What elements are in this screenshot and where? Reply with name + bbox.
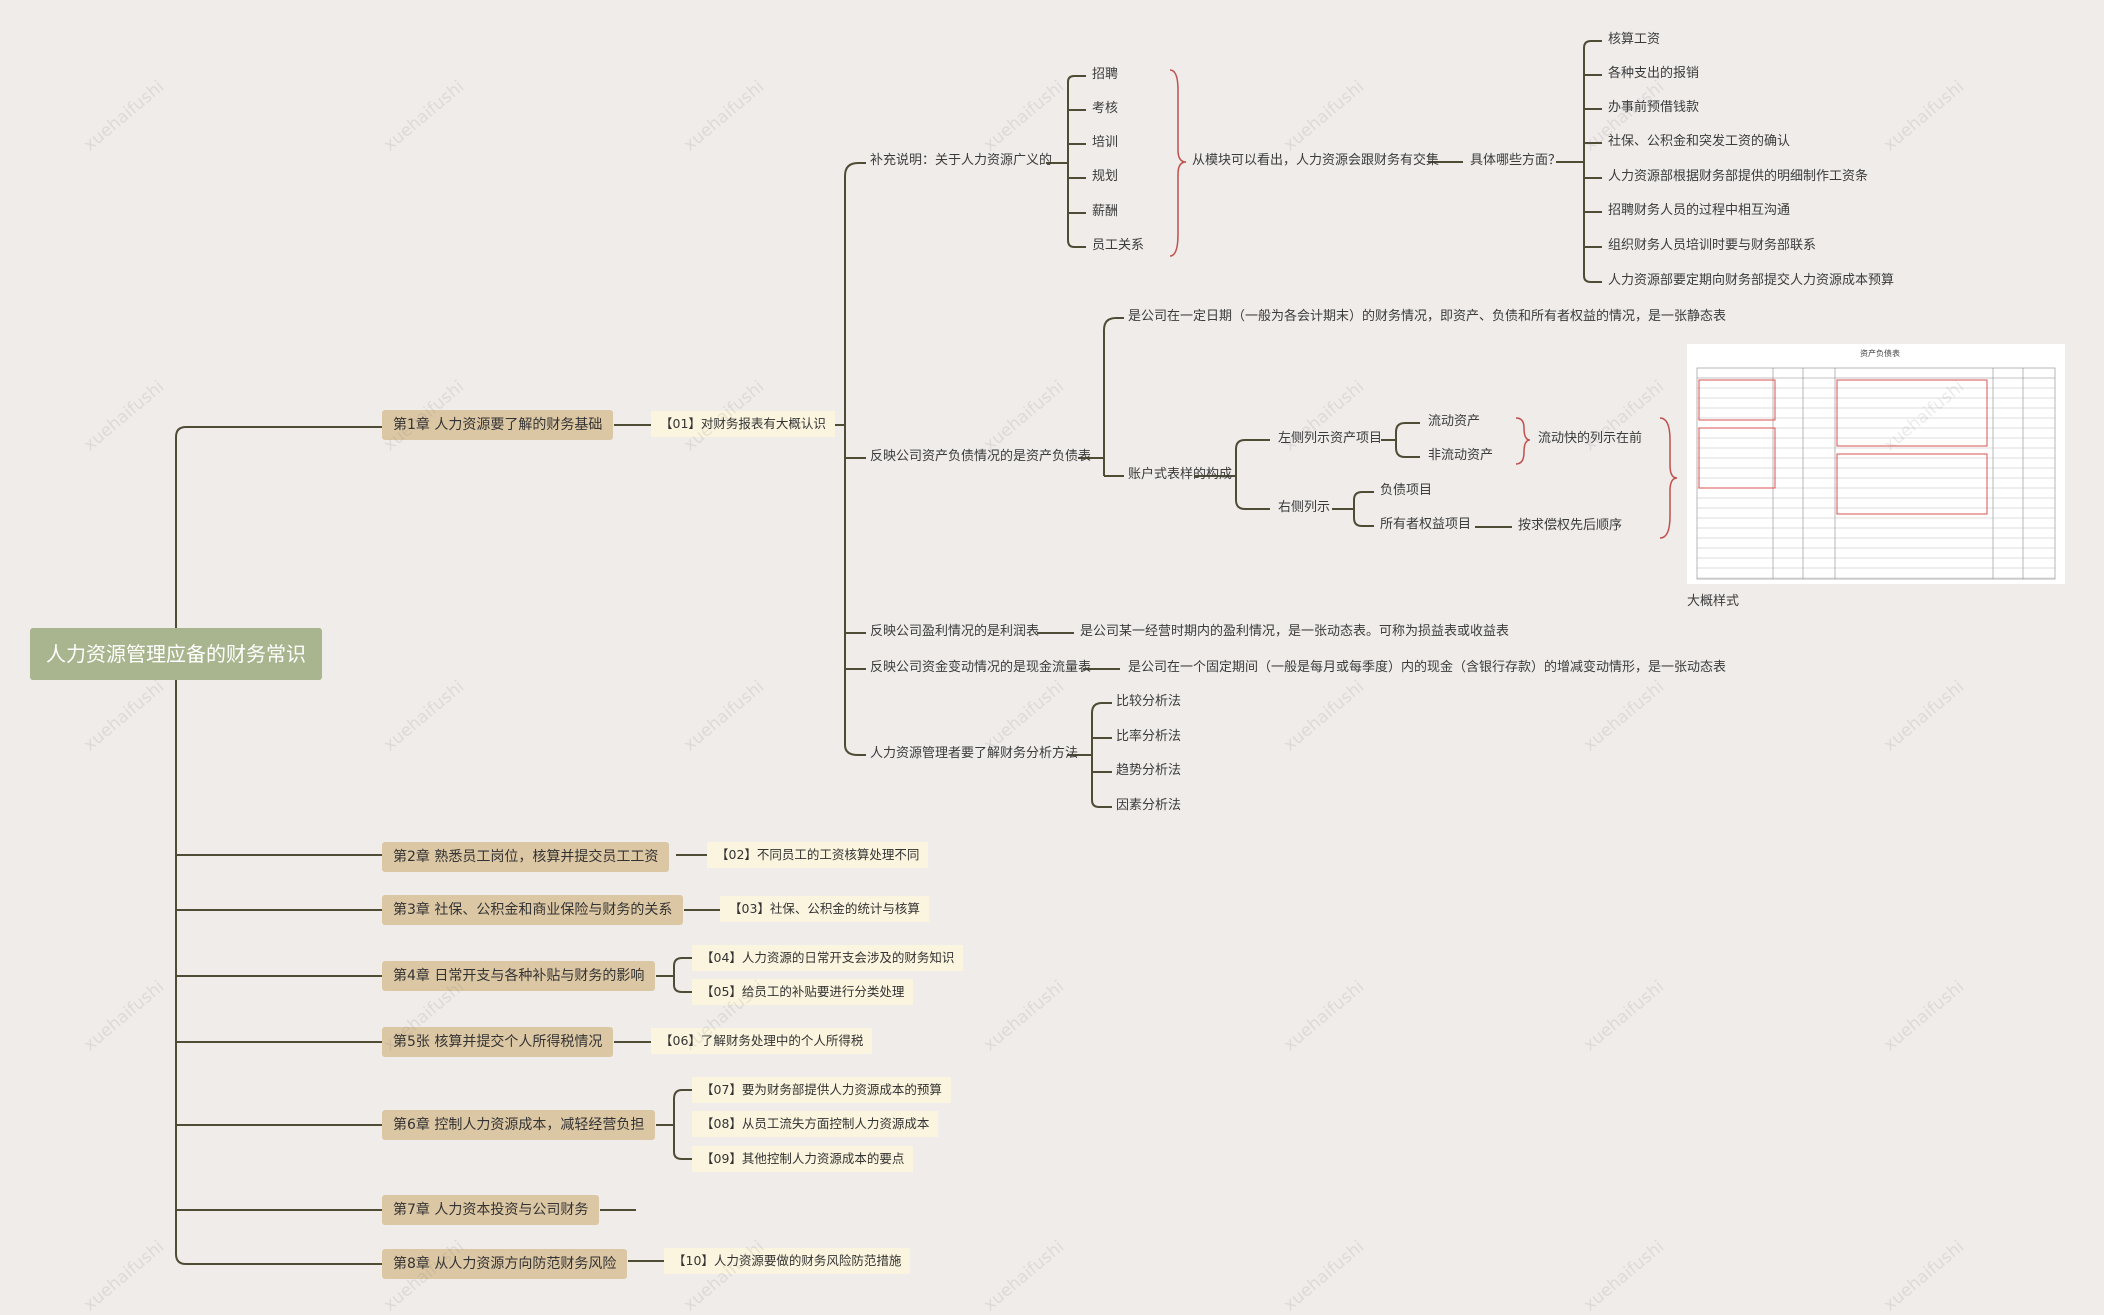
chapter-8[interactable]: 第8章 从人力资源方向防范财务风险 xyxy=(382,1249,628,1279)
order-note[interactable]: 按求偿权先后顺序 xyxy=(1518,518,1623,533)
balance-sheet-label[interactable]: 反映公司资产负债情况的是资产负债表 xyxy=(870,449,1092,464)
supplement-label[interactable]: 补充说明：关于人力资源广义的 xyxy=(870,153,1053,168)
right-side[interactable]: 右侧列示 xyxy=(1278,500,1331,515)
chapter-3[interactable]: 第3章 社保、公积金和商业保险与财务的关系 xyxy=(382,895,684,925)
current-assets[interactable]: 流动资产 xyxy=(1428,414,1481,429)
section-05[interactable]: 【05】给员工的补贴要进行分类处理 xyxy=(692,979,914,1005)
balance-sheet-structure[interactable]: 账户式表样的构成 xyxy=(1128,467,1233,482)
module-planning[interactable]: 规划 xyxy=(1092,169,1119,184)
aspect-3[interactable]: 办事前预借钱款 xyxy=(1608,100,1700,115)
supplement-summary[interactable]: 从模块可以看出，人力资源会跟财务有交集 xyxy=(1192,153,1440,168)
module-relations[interactable]: 员工关系 xyxy=(1092,238,1145,253)
cash-flow-label[interactable]: 反映公司资金变动情况的是现金流量表 xyxy=(870,660,1092,675)
aspect-6[interactable]: 招聘财务人员的过程中相互沟通 xyxy=(1608,203,1791,218)
supplement-question[interactable]: 具体哪些方面？ xyxy=(1470,153,1562,168)
analysis-label[interactable]: 人力资源管理者要了解财务分析方法 xyxy=(870,746,1079,761)
aspect-5[interactable]: 人力资源部根据财务部提供的明细制作工资条 xyxy=(1608,169,1869,184)
cash-flow-definition[interactable]: 是公司在一个固定期间（一般是每月或每季度）内的现金（含银行存款）的增减变动情形，… xyxy=(1128,660,1727,675)
noncurrent-assets[interactable]: 非流动资产 xyxy=(1428,448,1494,463)
aspect-2[interactable]: 各种支出的报销 xyxy=(1608,66,1700,81)
aspect-7[interactable]: 组织财务人员培训时要与财务部联系 xyxy=(1608,238,1817,253)
balance-sheet-definition[interactable]: 是公司在一定日期（一般为各会计期末）的财务情况，即资产、负债和所有者权益的情况，… xyxy=(1128,309,1727,324)
section-04[interactable]: 【04】人力资源的日常开支会涉及的财务知识 xyxy=(692,945,964,971)
left-side-assets[interactable]: 左侧列示资产项目 xyxy=(1278,431,1383,446)
module-training[interactable]: 培训 xyxy=(1092,135,1119,150)
section-08[interactable]: 【08】从员工流失方面控制人力资源成本 xyxy=(692,1111,939,1137)
chapter-1[interactable]: 第1章 人力资源要了解的财务基础 xyxy=(382,410,614,440)
chapter-4[interactable]: 第4章 日常开支与各种补贴与财务的影响 xyxy=(382,961,656,991)
root-topic[interactable]: 人力资源管理应备的财务常识 xyxy=(30,628,322,680)
income-statement-label[interactable]: 反映公司盈利情况的是利润表 xyxy=(870,624,1040,639)
aspect-4[interactable]: 社保、公积金和突发工资的确认 xyxy=(1608,134,1791,149)
sample-caption: 大概样式 xyxy=(1687,594,1740,609)
module-assess[interactable]: 考核 xyxy=(1092,101,1119,116)
chapter-2[interactable]: 第2章 熟悉员工岗位，核算并提交员工工资 xyxy=(382,842,670,872)
module-salary[interactable]: 薪酬 xyxy=(1092,204,1119,219)
section-09[interactable]: 【09】其他控制人力资源成本的要点 xyxy=(692,1146,914,1172)
chapter-6[interactable]: 第6章 控制人力资源成本，减轻经营负担 xyxy=(382,1110,656,1140)
aspect-1[interactable]: 核算工资 xyxy=(1608,32,1661,47)
section-07[interactable]: 【07】要为财务部提供人力资源成本的预算 xyxy=(692,1077,951,1103)
method-comparison[interactable]: 比较分析法 xyxy=(1116,694,1182,709)
equity[interactable]: 所有者权益项目 xyxy=(1380,517,1472,532)
liabilities[interactable]: 负债项目 xyxy=(1380,483,1433,498)
balance-sheet-table-figure: 资产负债表 xyxy=(1696,348,2056,580)
method-trend[interactable]: 趋势分析法 xyxy=(1116,763,1182,778)
balance-sheet-sample-title: 资产负债表 xyxy=(1860,348,1900,358)
method-ratio[interactable]: 比率分析法 xyxy=(1116,729,1182,744)
balance-sheet-sample-image[interactable]: 资产负债表 xyxy=(1687,344,2065,584)
section-02[interactable]: 【02】不同员工的工资核算处理不同 xyxy=(707,842,929,868)
aspect-8[interactable]: 人力资源部要定期向财务部提交人力资源成本预算 xyxy=(1608,273,1895,288)
section-03[interactable]: 【03】社保、公积金的统计与核算 xyxy=(720,896,929,922)
section-06[interactable]: 【06】了解财务处理中的个人所得税 xyxy=(651,1028,873,1054)
section-10[interactable]: 【10】人力资源要做的财务风险防范措施 xyxy=(664,1248,911,1274)
chapter-5[interactable]: 第5张 核算并提交个人所得税情况 xyxy=(382,1027,614,1057)
module-recruit[interactable]: 招聘 xyxy=(1092,67,1119,82)
income-statement-definition[interactable]: 是公司某一经营时期内的盈利情况，是一张动态表。可称为损益表或收益表 xyxy=(1080,624,1510,639)
section-01[interactable]: 【01】对财务报表有大概认识 xyxy=(651,411,835,437)
chapter-7[interactable]: 第7章 人力资本投资与公司财务 xyxy=(382,1195,600,1225)
liquidity-note[interactable]: 流动快的列示在前 xyxy=(1538,431,1643,446)
method-factor[interactable]: 因素分析法 xyxy=(1116,798,1182,813)
